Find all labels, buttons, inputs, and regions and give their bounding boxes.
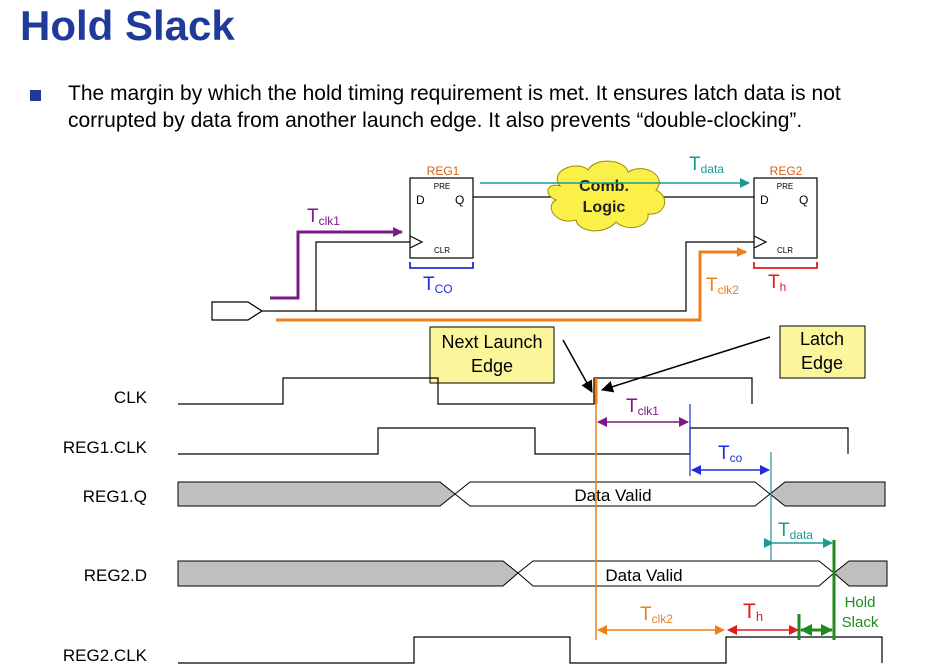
- cloud-line-2: Logic: [583, 199, 626, 216]
- sch-th-label: Th: [768, 272, 786, 294]
- bullet-line-2: corrupted by data from another launch ed…: [68, 109, 803, 132]
- tclk2-path: [276, 247, 747, 322]
- reg1-clk-waveform: [178, 427, 849, 455]
- clock-net-reg1: [276, 241, 410, 312]
- bullet-line-1: The margin by which the hold timing requ…: [68, 82, 841, 105]
- reg2-d-bus: Data Valid: [177, 560, 888, 587]
- signal-reg2-d: REG2.D: [84, 566, 147, 585]
- reg1-q: Q: [455, 193, 464, 207]
- reg2-clr: CLR: [777, 246, 793, 255]
- reg1-pre: PRE: [434, 182, 450, 191]
- reg1-clr: CLR: [434, 246, 450, 255]
- clock-net-reg2: [316, 241, 754, 312]
- reg1-q-bus: Data Valid: [177, 481, 886, 507]
- reg1-q-data-valid: Data Valid: [574, 486, 651, 505]
- slide-title: Hold Slack: [20, 2, 235, 49]
- wf-th-label: Th: [743, 600, 763, 624]
- next-launch-callout: Next Launch Edge: [429, 326, 593, 393]
- signal-reg1-clk: REG1.CLK: [63, 438, 148, 457]
- hold-slack-line-1: Hold: [845, 594, 876, 611]
- reg2-pre: PRE: [777, 182, 793, 191]
- wf-tdata-label: Tdata: [778, 520, 813, 542]
- sch-tclk2-label: Tclk2: [706, 275, 739, 297]
- tco-bracket: [409, 262, 474, 269]
- latch-line-1: Latch: [800, 329, 844, 349]
- signal-reg2-clk: REG2.CLK: [63, 646, 148, 665]
- reg1-d: D: [416, 193, 425, 207]
- clock-input-pad: [211, 301, 264, 321]
- signal-reg1-q: REG1.Q: [83, 487, 147, 506]
- latch-edge-callout: Latch Edge: [601, 325, 866, 393]
- sch-tdata-label: Tdata: [689, 154, 724, 176]
- wf-tco-label: Tco: [718, 443, 743, 465]
- bullet-text: The margin by which the hold timing requ…: [68, 80, 938, 134]
- sch-tco-label: TCO: [423, 274, 453, 296]
- th-bracket: [753, 262, 818, 269]
- reg2-d-data-valid: Data Valid: [605, 566, 682, 585]
- reg2-d: D: [760, 193, 769, 207]
- hold-slack-line-2: Slack: [842, 614, 879, 631]
- signal-names: CLK REG1.CLK REG1.Q REG2.D REG2.CLK: [63, 388, 148, 665]
- next-launch-line-2: Edge: [471, 356, 513, 376]
- next-launch-line-1: Next Launch: [441, 332, 542, 352]
- reg1-flipflop: REG1 PRE D Q CLR: [409, 164, 474, 259]
- latch-line-2: Edge: [801, 353, 843, 373]
- signal-clk: CLK: [114, 388, 148, 407]
- wf-tclk1-label: Tclk1: [626, 396, 659, 418]
- clk-waveform: [178, 377, 753, 405]
- sch-tclk1-label: Tclk1: [307, 206, 340, 228]
- reg2-flipflop: REG2 PRE D Q CLR: [753, 164, 818, 259]
- reg2-q: Q: [799, 193, 808, 207]
- bullet-square-icon: [30, 90, 41, 101]
- reg1-name: REG1: [427, 164, 460, 178]
- reg2-clk-waveform: [178, 636, 883, 664]
- tclk1-path: [270, 227, 403, 300]
- comb-logic-cloud: Comb. Logic: [547, 160, 666, 232]
- wf-tclk2-label: Tclk2: [640, 604, 673, 626]
- cloud-line-1: Comb.: [579, 178, 629, 195]
- reg2-name: REG2: [770, 164, 803, 178]
